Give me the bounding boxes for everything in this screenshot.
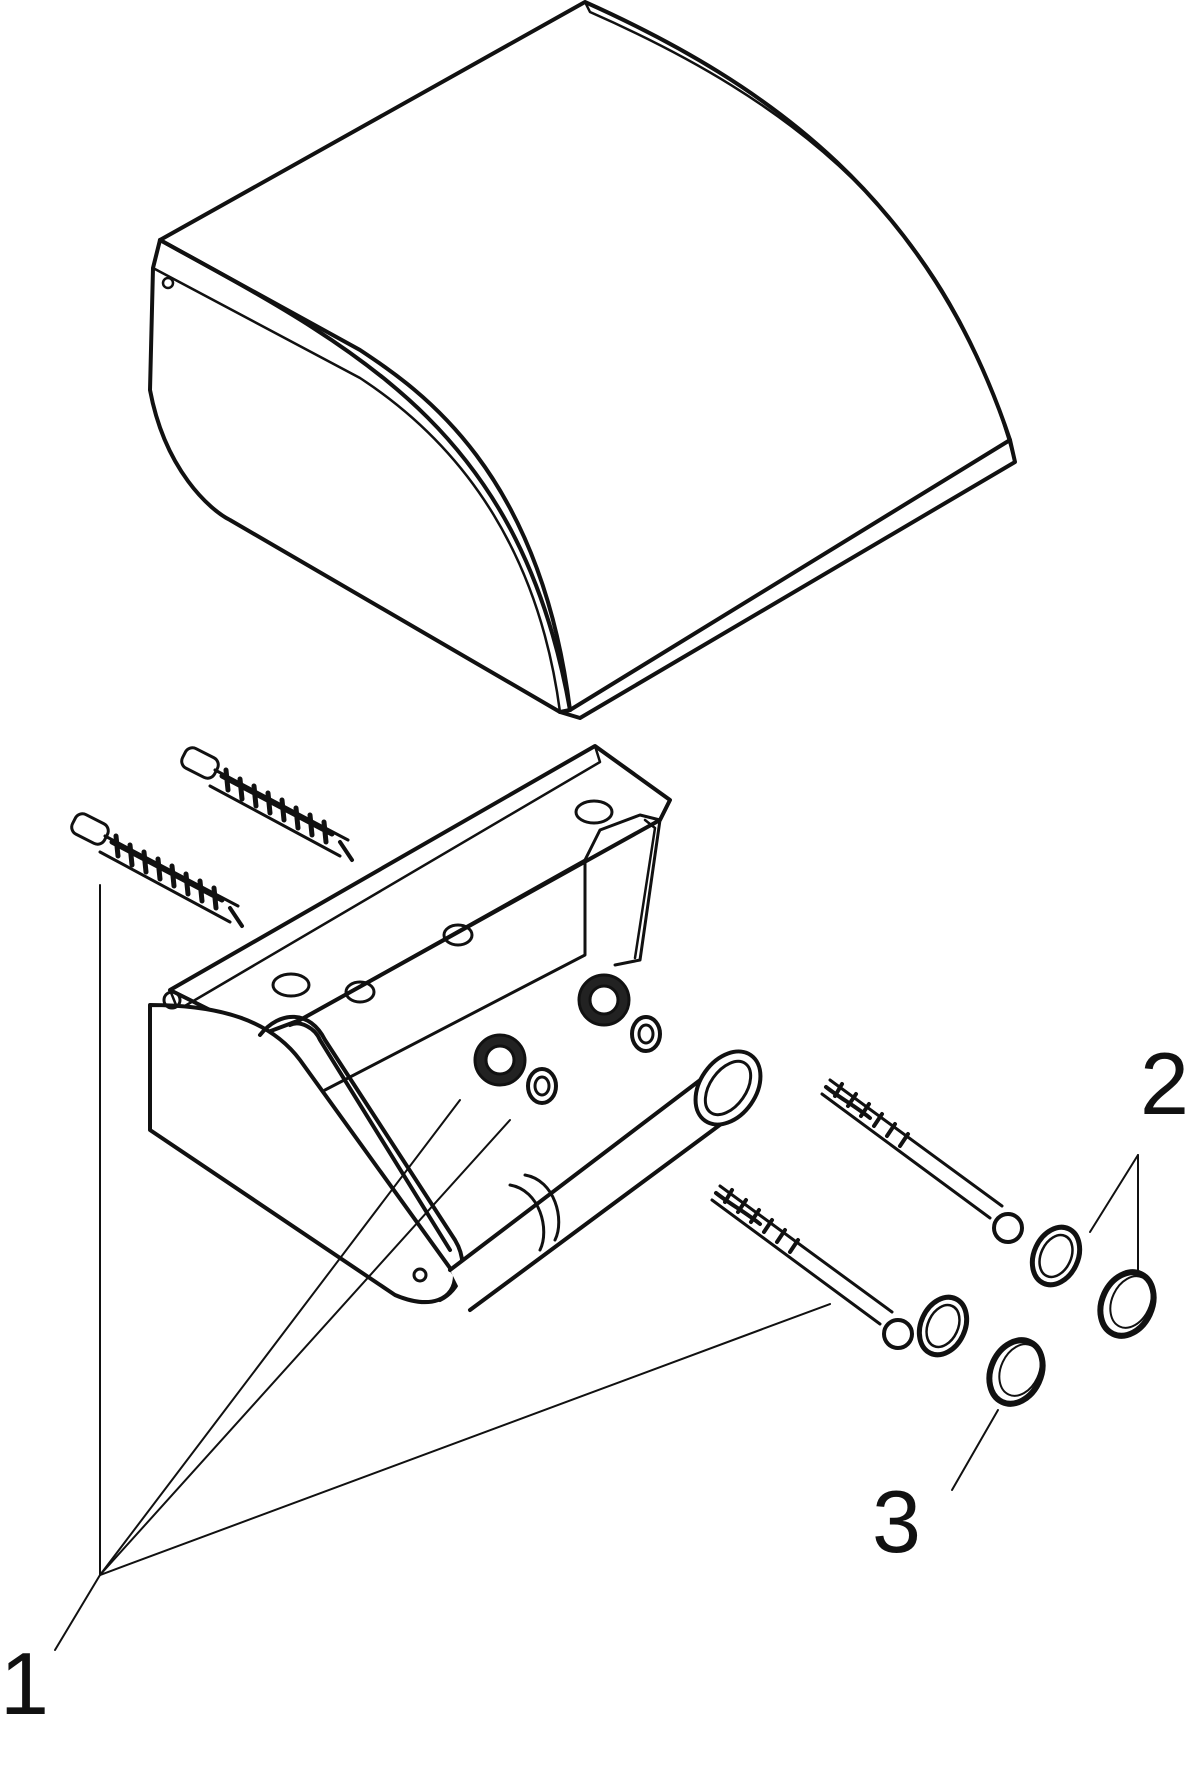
cover-cap-right — [1097, 1269, 1157, 1339]
washer-ring-lower — [916, 1294, 970, 1358]
wall-plug-upper — [180, 746, 354, 862]
callout-label-1: 1 — [0, 1634, 49, 1733]
screw-upper — [820, 1078, 1024, 1244]
leader-lines-callout-2 — [1089, 1154, 1139, 1273]
wall-plug-lower — [70, 812, 244, 928]
holder-base — [148, 744, 763, 1312]
callout-label-3: 3 — [872, 1472, 921, 1571]
leader-lines-callout-1 — [54, 884, 831, 1651]
screw-lower — [710, 1184, 914, 1350]
cover-cap-lower — [986, 1337, 1046, 1407]
decor-caps-on-base — [473, 973, 662, 1105]
washer-ring-upper — [1029, 1224, 1083, 1288]
leader-lines-callout-3 — [951, 1409, 999, 1491]
cover-part — [148, 0, 1017, 720]
callout-label-2: 2 — [1140, 1034, 1189, 1133]
